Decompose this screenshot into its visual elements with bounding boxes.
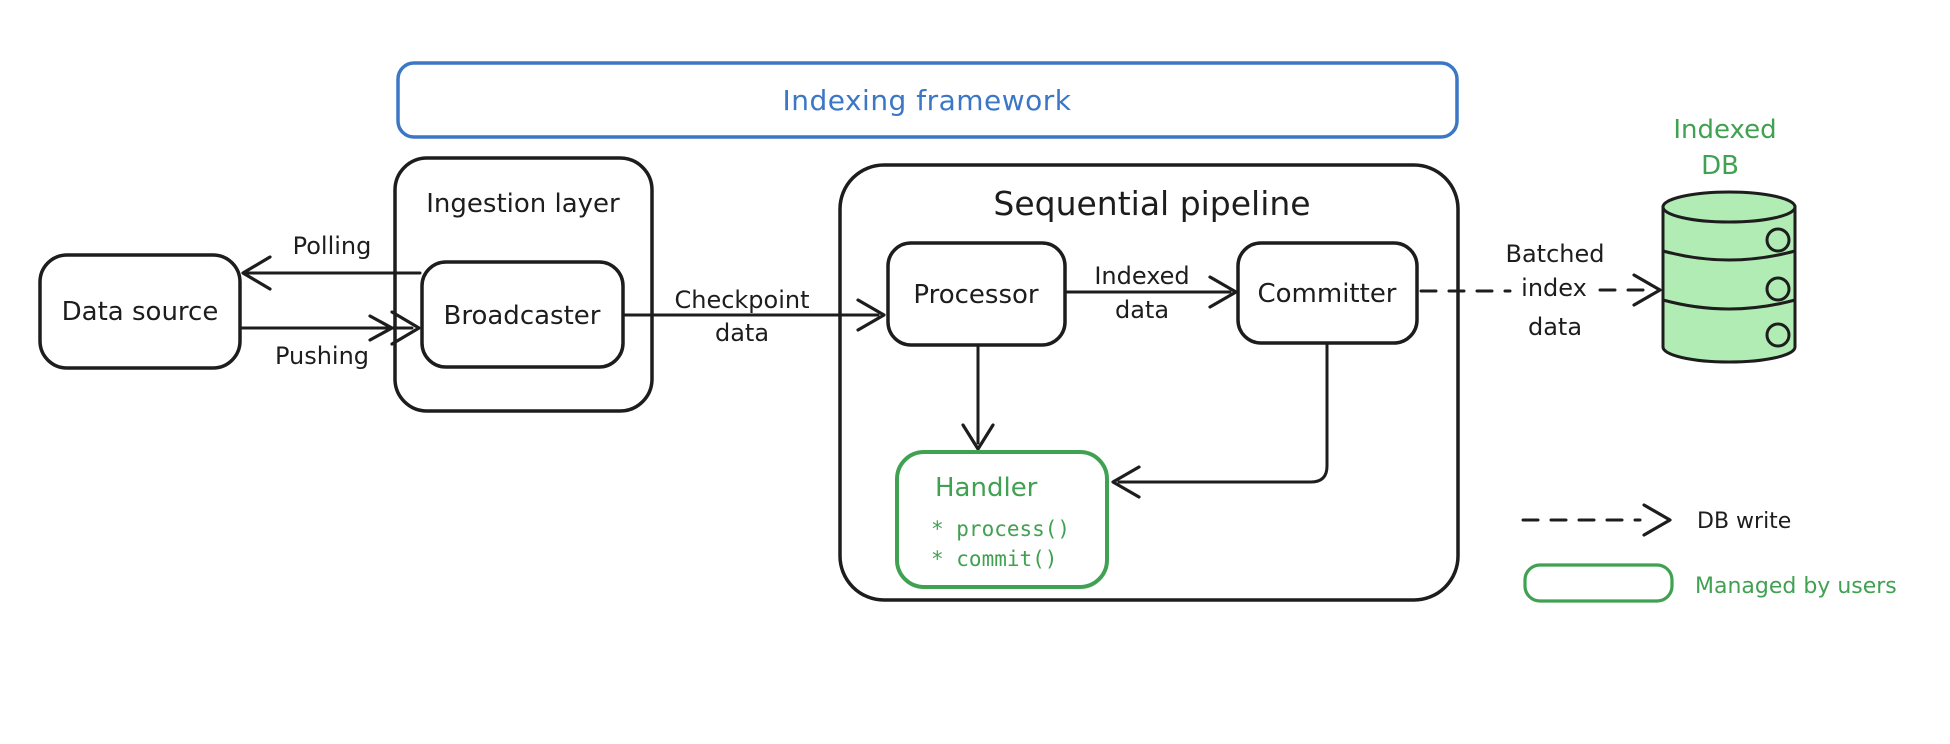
ingestion-layer-box [393,156,654,413]
batched-index-arrowhead-icon [1632,273,1662,307]
handler-method-process: * process() [931,517,1070,541]
checkpoint-label-line1: Checkpoint [674,286,809,314]
batched-index-label-line1: Batched [1506,240,1605,268]
data-source-label: Data source [62,297,219,327]
committer-handler-arrow [1117,341,1329,484]
legend-db-write-label: DB write [1697,509,1791,534]
batched-index-label-line3: data [1528,313,1582,341]
processor-label: Processor [913,280,1039,310]
database-dot-2 [1765,276,1791,302]
indexed-db-label-line1: Indexed [1673,115,1776,145]
polling-arrowhead-icon [241,255,272,291]
broadcaster-label: Broadcaster [444,301,601,331]
committer-label: Committer [1257,279,1396,309]
data-source-box [38,253,242,370]
legend-arrowhead-icon [1642,503,1672,537]
handler-box [895,450,1109,589]
indexed-data-arrowhead-icon [1208,275,1238,309]
database-body [1661,205,1797,364]
checkpoint-arrowhead-icon [856,298,886,332]
database-dot-3 [1765,322,1791,348]
sequential-pipeline-box [838,163,1460,602]
indexing-framework-frame [396,61,1459,139]
batched-index-label-line2: index [1521,274,1587,302]
database-top [1661,190,1797,224]
processor-box [886,241,1067,347]
database-dot-1 [1765,227,1791,253]
handler-label: Handler [935,473,1038,503]
broadcaster-box [420,260,625,369]
polling-label: Polling [293,232,372,260]
committer-handler-arrowhead-icon [1111,465,1141,499]
legend-green-box-icon [1523,563,1674,603]
database-icon [1661,190,1797,364]
pushing-label: Pushing [275,342,369,370]
indexed-db-label-line2: DB [1701,151,1739,181]
indexed-data-label-line1: Indexed [1094,262,1189,290]
legend-managed-label: Managed by users [1695,574,1897,599]
pushing-arrowhead-icon [390,310,421,346]
sequential-pipeline-label: Sequential pipeline [993,184,1310,223]
legend: DB write Managed by users [1521,503,1897,603]
committer-box [1236,241,1419,345]
ingestion-layer-label: Ingestion layer [426,189,620,219]
pushing-arrowhead2-icon [368,314,394,342]
database-separator-2 [1662,298,1796,311]
indexed-data-label-line2: data [1115,296,1169,324]
handler-method-commit: * commit() [931,547,1057,571]
checkpoint-label-line2: data [715,319,769,347]
indexing-framework-label: Indexing framework [782,84,1071,117]
processor-handler-arrowhead-icon [961,423,995,451]
database-separator-1 [1662,249,1796,262]
